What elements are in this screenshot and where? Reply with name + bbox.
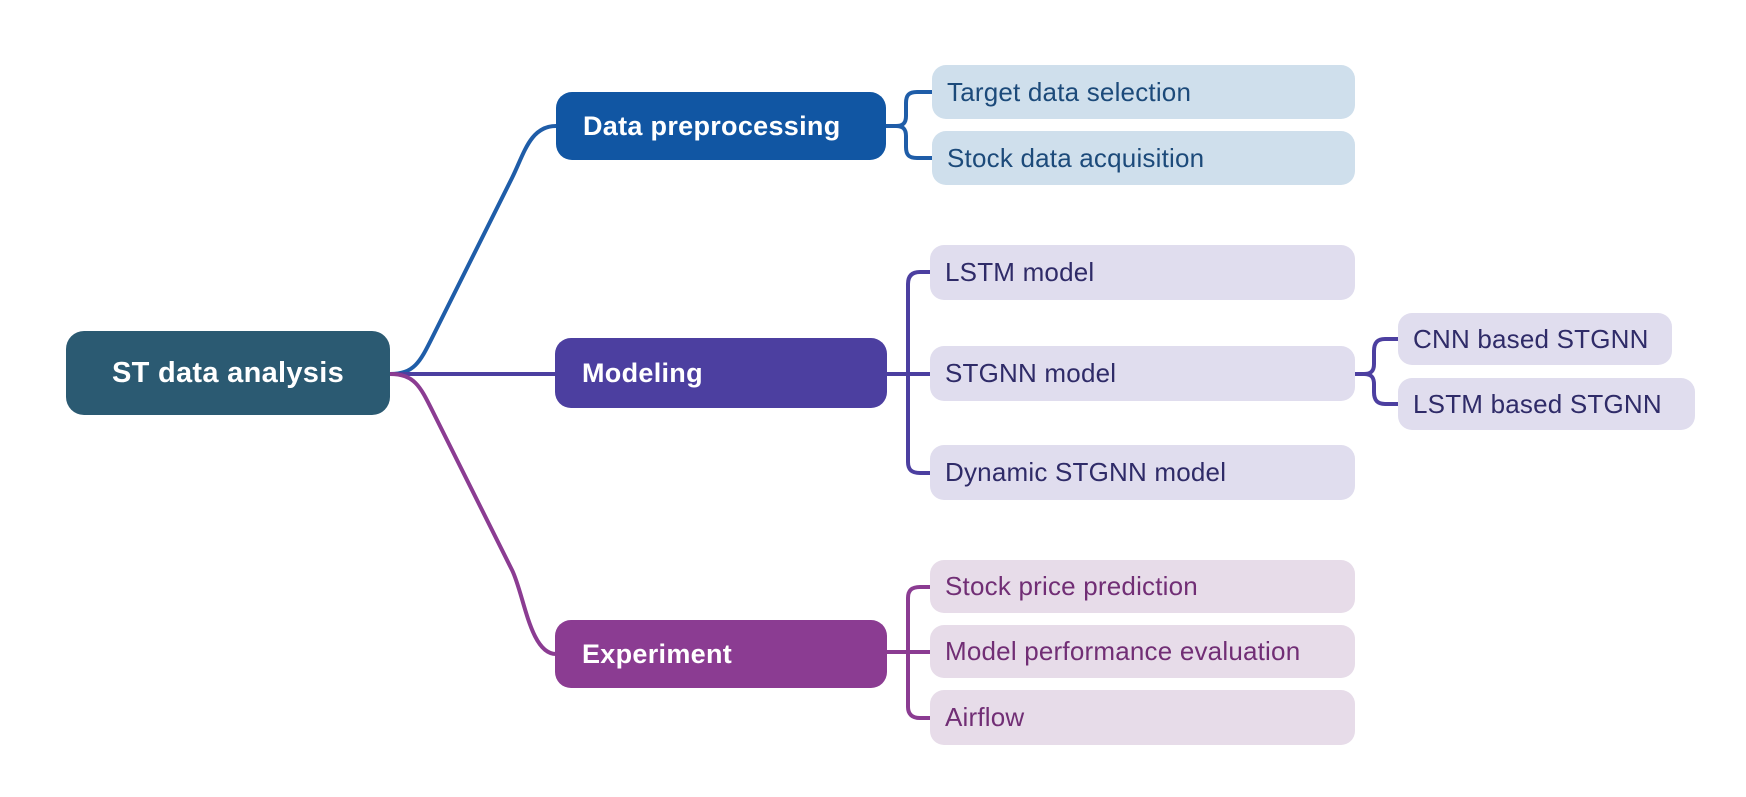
leaf-stgnn-model[interactable]: STGNN model [930, 346, 1355, 401]
leaf-lstm-model[interactable]: LSTM model [930, 245, 1355, 300]
leaf-label: LSTM based STGNN [1413, 388, 1662, 419]
leaf-label: Target data selection [947, 76, 1192, 107]
leaf-label: Stock data acquisition [947, 142, 1205, 173]
connector-preprocessing-stock [886, 124, 932, 160]
connector-stgnn-cnn [1355, 337, 1398, 376]
branch-data-preprocessing[interactable]: Data preprocessing [556, 92, 886, 160]
branch-label: Data preprocessing [583, 110, 841, 141]
leaf-label: Model performance evaluation [945, 636, 1301, 666]
leaf-label: Airflow [945, 702, 1025, 732]
leaf-model-performance-evaluation[interactable]: Model performance evaluation [930, 625, 1355, 678]
connector-stgnn-lstm-based [1355, 372, 1398, 406]
connector-root-data-preprocessing [389, 124, 557, 376]
connector-preprocessing-target [886, 90, 932, 128]
leaf-airflow[interactable]: Airflow [930, 690, 1355, 745]
root-node-label: ST data analysis [111, 356, 345, 389]
connector-experiment-stock-price [906, 585, 930, 652]
leaf-label: LSTM model [945, 257, 1095, 287]
connector-root-experiment [389, 372, 557, 656]
connector-modeling-lstm [906, 270, 930, 374]
leaf-stock-price-prediction[interactable]: Stock price prediction [930, 560, 1355, 613]
root-node[interactable]: ST data analysis [66, 331, 390, 415]
connector-modeling-dynamic [906, 374, 930, 475]
connector-experiment-airflow [906, 652, 930, 720]
leaf-label: Dynamic STGNN model [945, 457, 1227, 487]
branch-experiment[interactable]: Experiment [555, 620, 887, 688]
branch-label: Modeling [582, 357, 703, 388]
leaf-cnn-based-stgnn[interactable]: CNN based STGNN [1398, 313, 1672, 365]
leaf-stock-data-acquisition[interactable]: Stock data acquisition [932, 131, 1355, 185]
branch-label: Experiment [582, 638, 733, 669]
leaf-dynamic-stgnn-model[interactable]: Dynamic STGNN model [930, 445, 1355, 500]
leaf-target-data-selection[interactable]: Target data selection [932, 65, 1355, 119]
leaf-label: CNN based STGNN [1413, 323, 1649, 354]
leaf-label: Stock price prediction [945, 571, 1198, 601]
leaf-lstm-based-stgnn[interactable]: LSTM based STGNN [1398, 378, 1695, 430]
leaf-label: STGNN model [945, 358, 1117, 388]
branch-modeling[interactable]: Modeling [555, 338, 887, 408]
